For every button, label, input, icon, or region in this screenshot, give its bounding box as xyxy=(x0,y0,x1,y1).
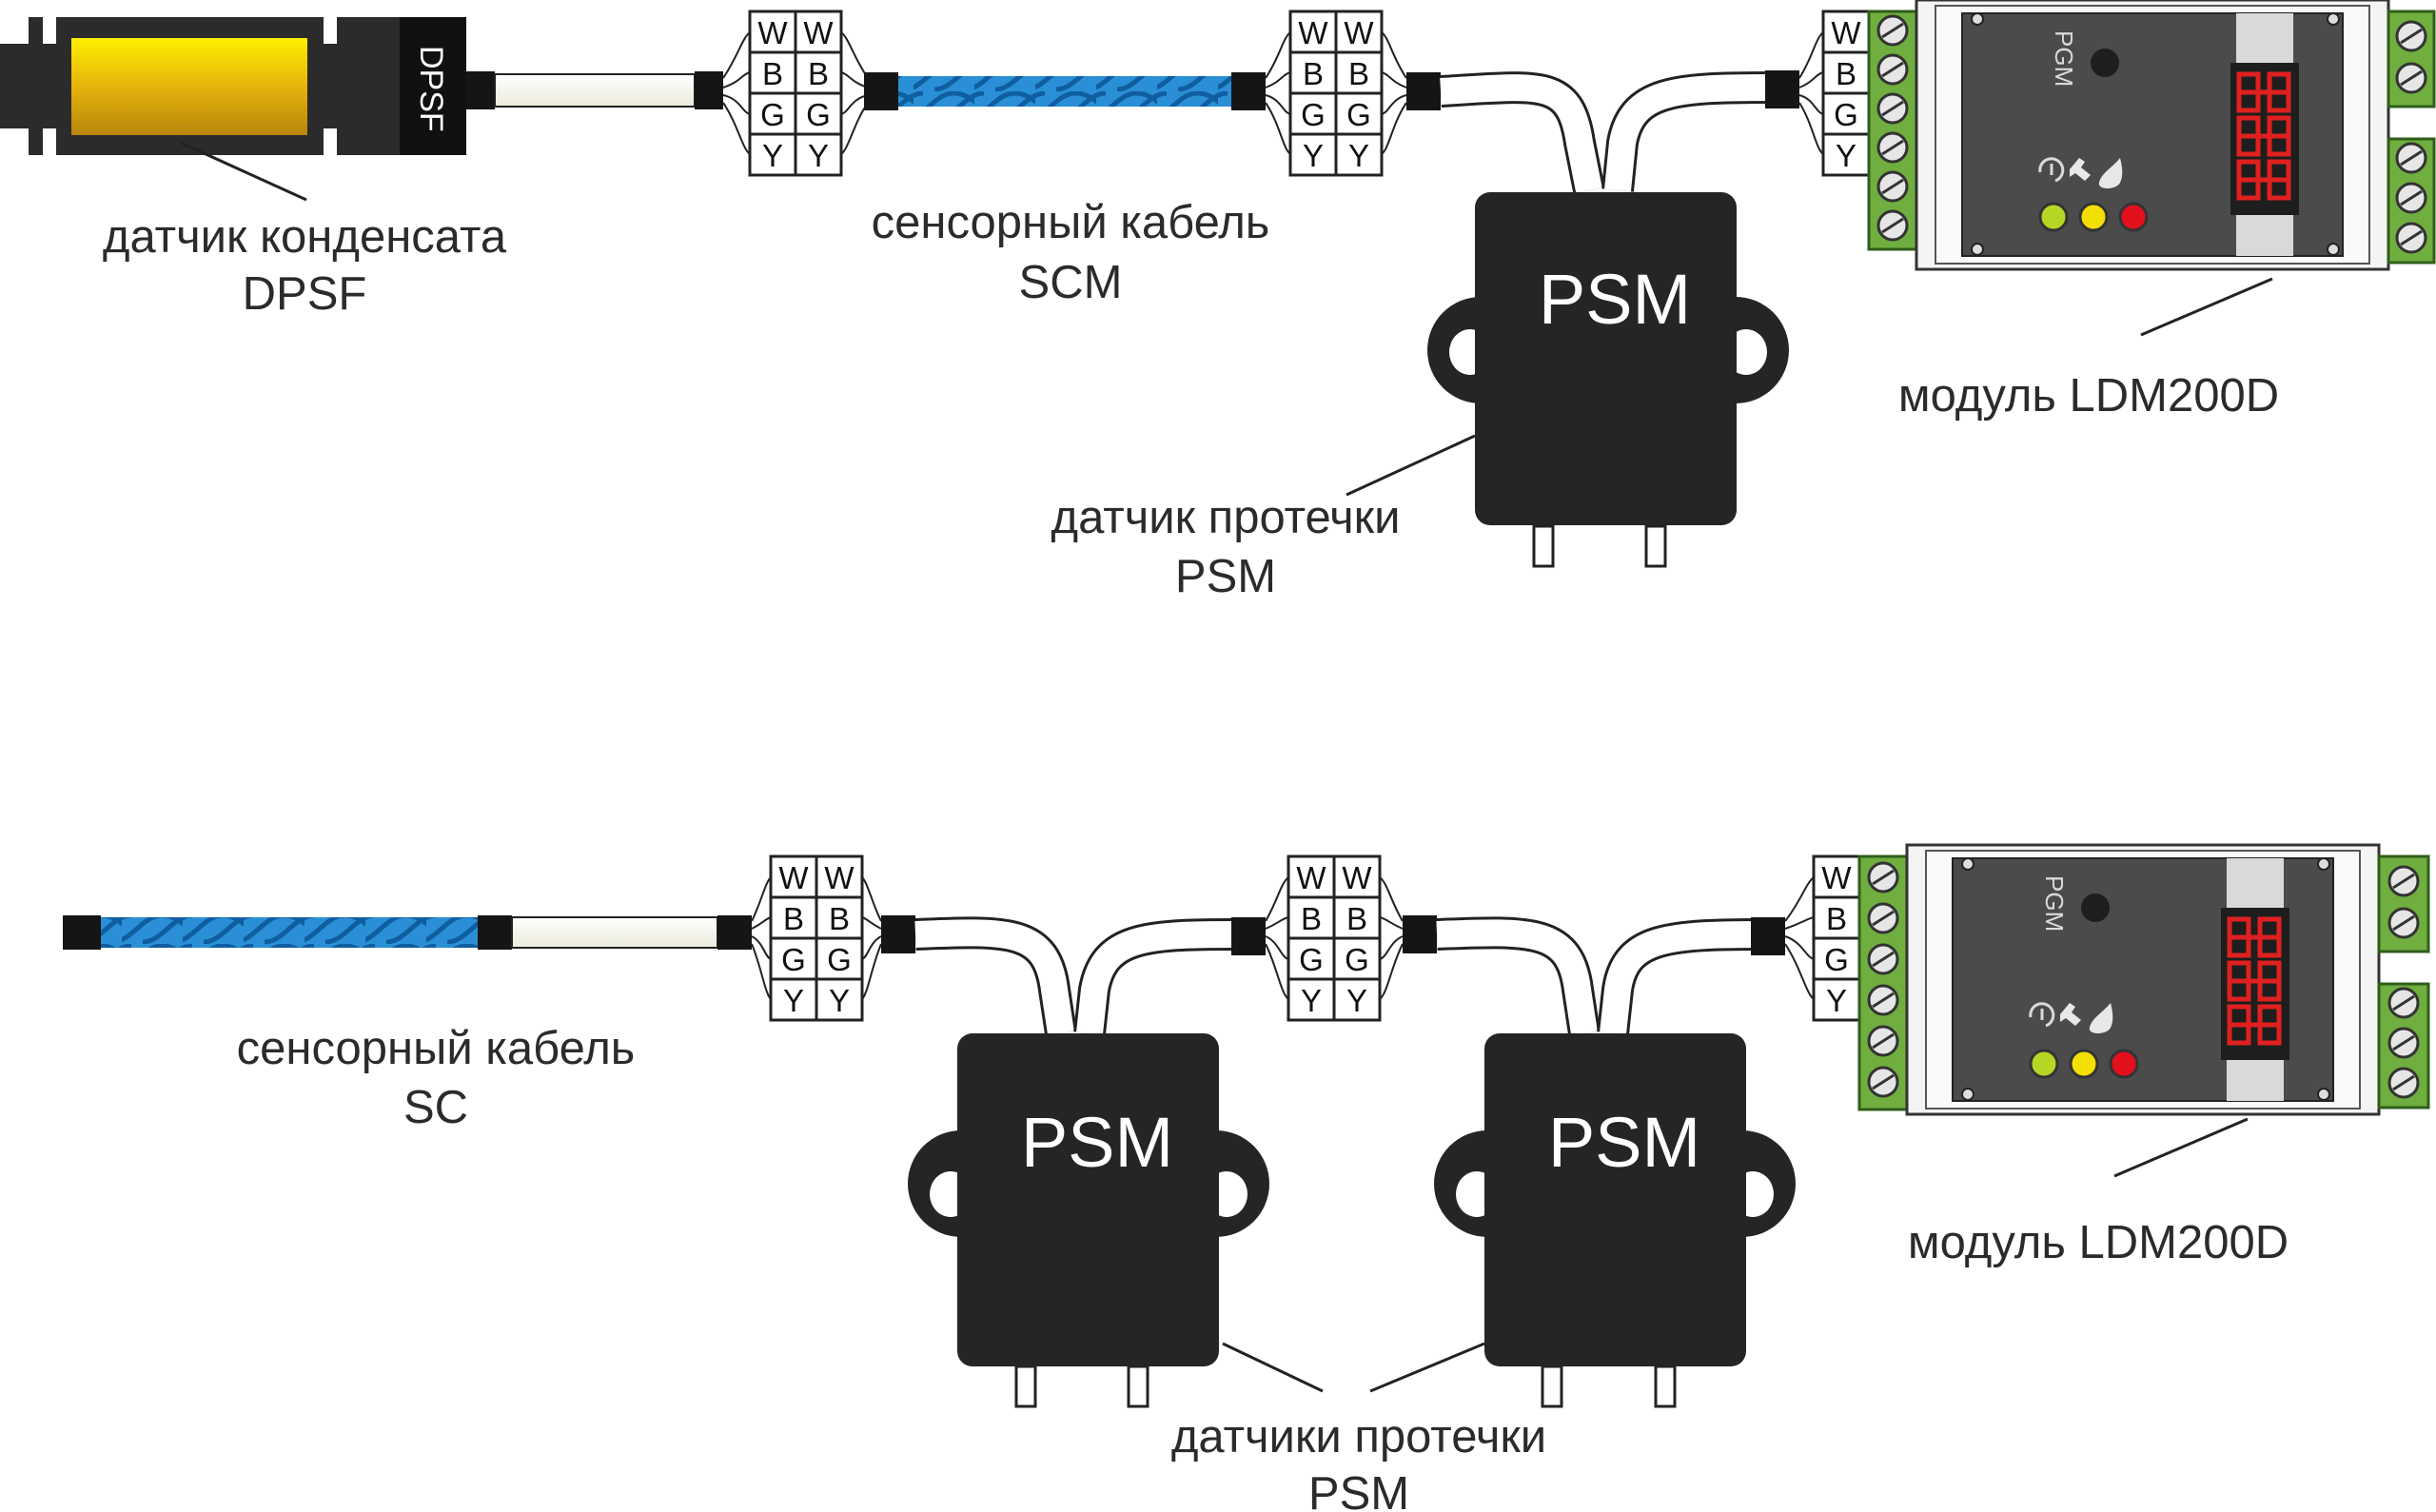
status-led-yellow xyxy=(2078,202,2109,232)
terminal-letter-y: Y xyxy=(1826,983,1847,1018)
terminal-letter-y: Y xyxy=(1348,138,1369,173)
terminal-letter-y: Y xyxy=(762,138,783,173)
terminal-letter-w: W xyxy=(1831,15,1861,50)
terminal-letter-y: Y xyxy=(1346,983,1367,1018)
terminal-letter-g: G xyxy=(827,942,852,977)
sc-caption-2: SC xyxy=(403,1082,468,1133)
terminal-letter-b: B xyxy=(1836,56,1856,91)
pgm-label: PGM xyxy=(2040,875,2069,932)
pgm-label: PGM xyxy=(2050,30,2078,87)
terminal-letter-g: G xyxy=(806,97,831,132)
status-led-green xyxy=(2038,202,2069,232)
ldm200d-module: PGM xyxy=(1867,0,2436,271)
module-caption: модуль LDM200D xyxy=(1898,370,2279,422)
psm-caption-1: датчики протечки xyxy=(1171,1411,1546,1463)
scm-caption-1: сенсорный кабель xyxy=(872,197,1270,248)
screw-terminal-column xyxy=(1867,861,1899,1098)
terminal-letter-y: Y xyxy=(1301,983,1322,1018)
dpsf-caption-2: DPSF xyxy=(243,268,367,320)
terminal-letter-w: W xyxy=(1296,860,1326,895)
drop-icon xyxy=(2089,1003,2113,1033)
screw-terminal-column xyxy=(1876,14,1909,242)
status-led-red xyxy=(2118,202,2149,232)
terminal-letter-y: Y xyxy=(829,983,850,1018)
wrench-icon xyxy=(2060,1003,2081,1026)
terminal-letter-g: G xyxy=(1346,97,1371,132)
seven-segment-display xyxy=(2227,916,2282,1046)
psm-sensor: PSM xyxy=(908,1033,1269,1408)
terminal-block: W B G Y W B G Y xyxy=(1265,10,1407,177)
terminal-letter-w: W xyxy=(1342,860,1372,895)
scm-caption-2: SCM xyxy=(1019,257,1123,308)
terminal-letter-g: G xyxy=(1345,942,1369,977)
terminal-letter-w: W xyxy=(803,15,834,50)
psm-sensor: PSM xyxy=(1427,192,1789,568)
terminal-letter-b: B xyxy=(783,901,804,936)
sc-caption-1: сенсорный кабель xyxy=(237,1023,636,1074)
psm-label: PSM xyxy=(1021,1103,1173,1182)
terminal-block: W B G Y xyxy=(1798,10,1871,177)
dpsf-caption-1: датчик конденсата xyxy=(103,211,507,263)
terminal-letter-b: B xyxy=(1301,901,1322,936)
terminal-letter-g: G xyxy=(1834,97,1858,132)
terminal-letter-g: G xyxy=(1824,942,1849,977)
status-led-yellow xyxy=(2069,1049,2099,1079)
psm-caption-2: PSM xyxy=(1308,1468,1409,1512)
terminal-letter-b: B xyxy=(1826,901,1847,936)
terminal-letter-b: B xyxy=(829,901,850,936)
dpsf-body-label: DPSF xyxy=(413,46,449,132)
terminal-block: W B G Y xyxy=(1784,854,1861,1022)
terminal-letter-w: W xyxy=(1344,15,1374,50)
psm-sensor: PSM xyxy=(1434,1033,1796,1408)
psm-caption-2: PSM xyxy=(1175,551,1276,602)
wrench-icon xyxy=(2070,158,2091,181)
terminal-letter-g: G xyxy=(781,942,806,977)
drop-icon xyxy=(2098,158,2123,188)
status-led-red xyxy=(2109,1049,2139,1079)
terminal-letter-w: W xyxy=(778,860,809,895)
terminal-letter-w: W xyxy=(757,15,788,50)
terminal-letter-y: Y xyxy=(808,138,829,173)
terminal-letter-b: B xyxy=(1346,901,1367,936)
ldm200d-module: PGM xyxy=(1857,843,2430,1116)
terminal-block: W B G Y W B G Y xyxy=(722,10,869,177)
terminal-letter-b: B xyxy=(1303,56,1324,91)
seven-segment-display xyxy=(2236,71,2291,201)
dpsf-sensor: DPSF xyxy=(0,17,466,155)
terminal-letter-b: B xyxy=(1348,56,1369,91)
terminal-letter-y: Y xyxy=(1836,138,1856,173)
psm-label: PSM xyxy=(1539,260,1691,339)
terminal-block: W B G Y W B G Y xyxy=(1265,854,1404,1022)
terminal-block: W B G Y W B G Y xyxy=(751,854,882,1022)
terminal-letter-g: G xyxy=(1299,942,1324,977)
bottom-scheme: сенсорный кабель SC W B G Y W B G Y xyxy=(63,843,2430,1512)
terminal-letter-g: G xyxy=(1301,97,1326,132)
terminal-letter-y: Y xyxy=(1303,138,1324,173)
top-scheme: DPSF датчик конденсата DPSF W B G Y W B … xyxy=(0,0,2436,602)
status-led-green xyxy=(2029,1049,2059,1079)
power-icon xyxy=(2038,157,2065,183)
psm-caption-1: датчик протечки xyxy=(1051,492,1401,543)
module-caption: модуль LDM200D xyxy=(1908,1217,2289,1268)
terminal-letter-b: B xyxy=(762,56,783,91)
psm-label: PSM xyxy=(1548,1103,1700,1182)
terminal-letter-g: G xyxy=(760,97,785,132)
power-icon xyxy=(2029,1002,2055,1028)
terminal-letter-y: Y xyxy=(783,983,804,1018)
terminal-letter-b: B xyxy=(808,56,829,91)
terminal-letter-w: W xyxy=(1821,860,1852,895)
terminal-letter-w: W xyxy=(824,860,855,895)
terminal-letter-w: W xyxy=(1298,15,1328,50)
